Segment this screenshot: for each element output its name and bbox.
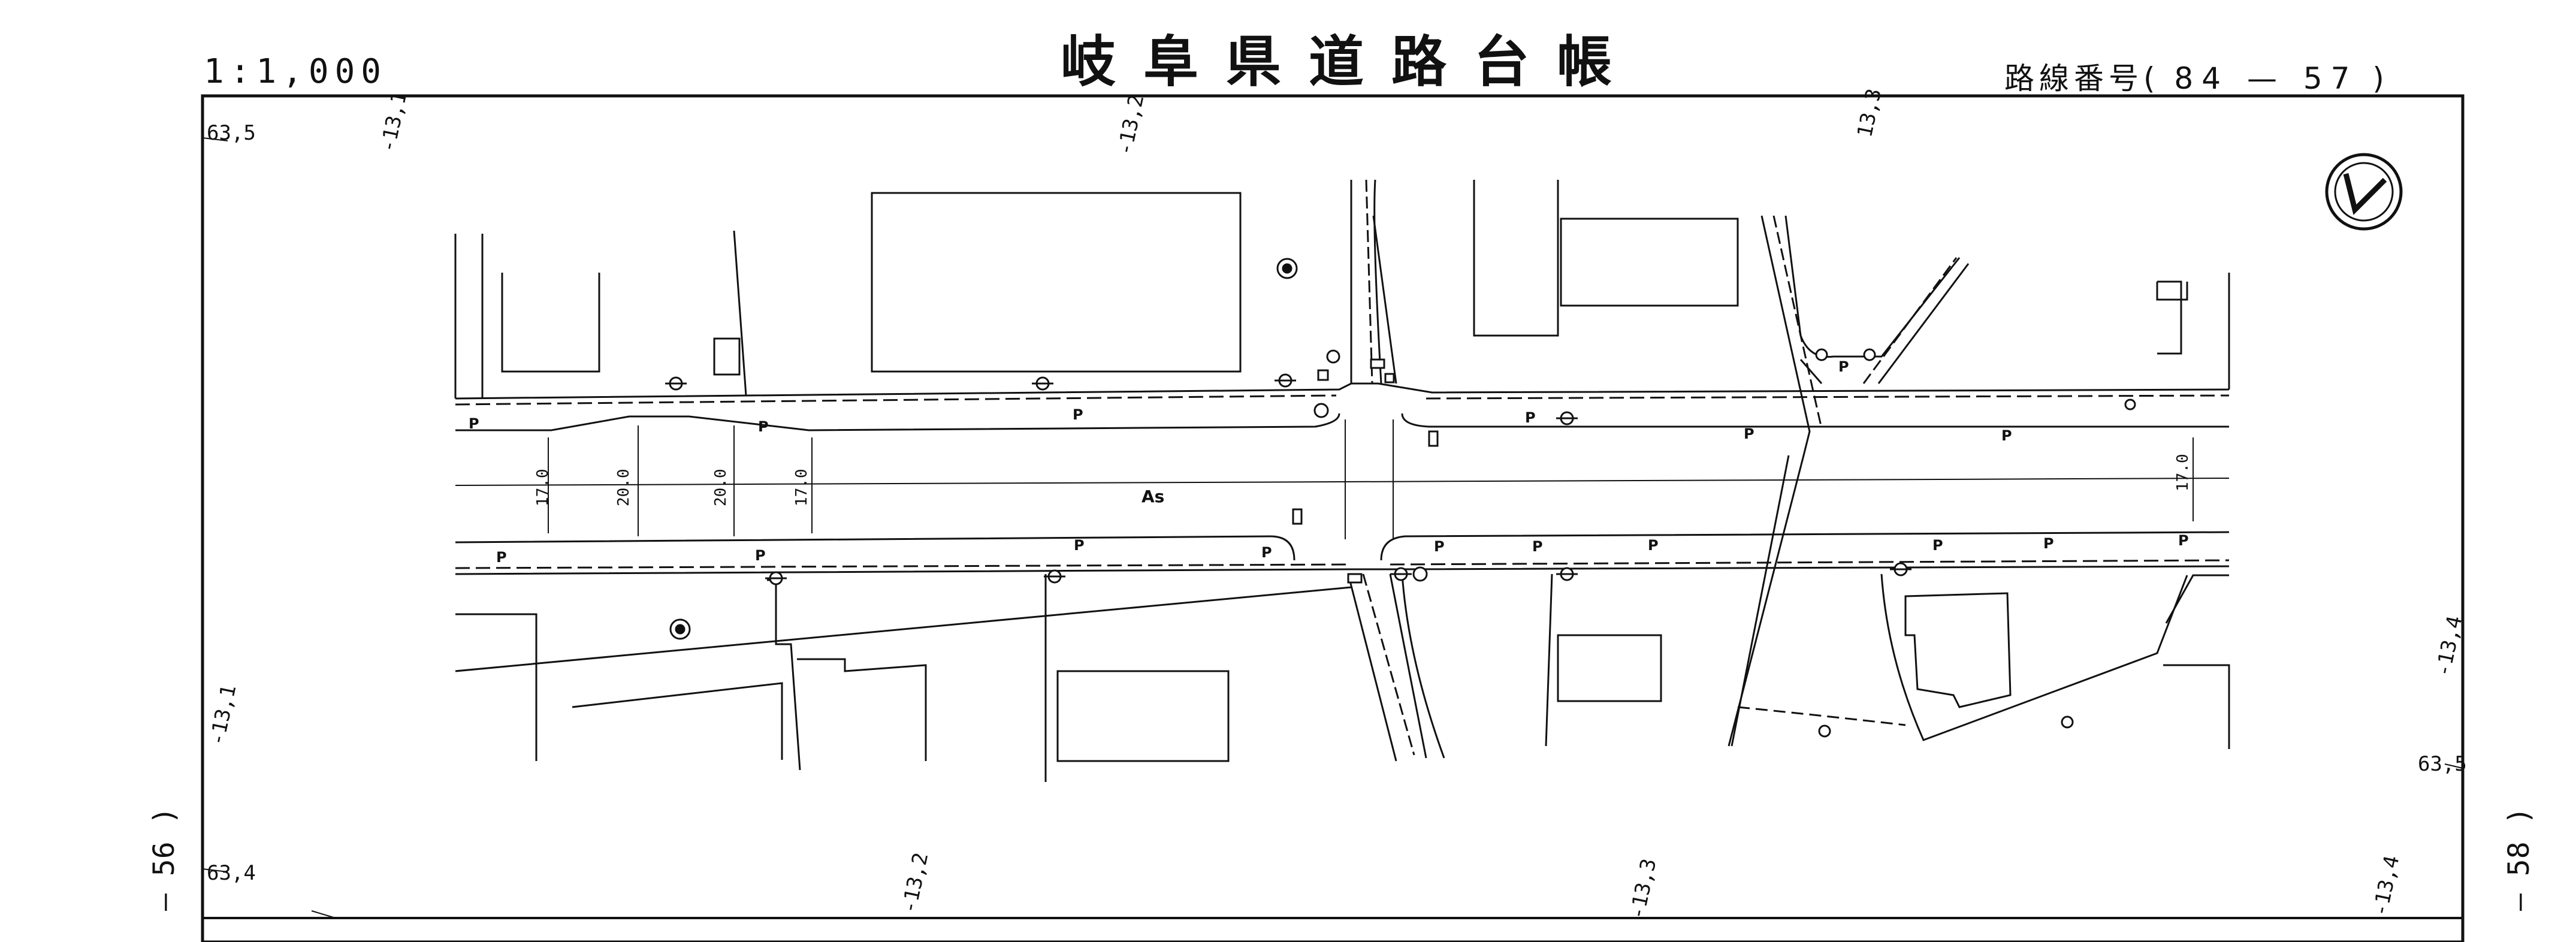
building-north-east: [1560, 218, 1739, 307]
width-dimension: 20.0: [712, 469, 730, 506]
elev-tick-tl: [202, 137, 228, 141]
route-label-close: ): [2372, 61, 2389, 96]
road-edge-north: [455, 382, 2230, 400]
building-north-mid: [1473, 180, 1559, 337]
parking-label: P: [1838, 358, 1849, 375]
curb-south: [455, 535, 1295, 561]
crossroad-s-center: [1362, 573, 1415, 756]
boundary-dash-se: [1737, 706, 1906, 726]
crossroad-s-west: [1347, 573, 1397, 762]
elev-tick-bl: [202, 868, 228, 872]
lot-line-diagonal: [455, 586, 1352, 672]
map-title: 岐阜県道路台帳: [1061, 30, 1640, 94]
sideroad-ne-west-2: [1772, 215, 1823, 429]
route-label-text: 路線番号(: [2004, 61, 2160, 96]
road-boundary-north-2: [1426, 394, 2230, 400]
parking-label: P: [2043, 535, 2054, 552]
sideroad-ne-east: [1784, 215, 1961, 358]
elev-top-left: 63,5: [207, 121, 256, 145]
elev-tick-r: [2444, 763, 2463, 769]
width-dimension: 20.0: [615, 469, 633, 506]
road-edge-south: [455, 565, 2230, 575]
width-dimension: 17.0: [793, 469, 811, 506]
width-dimension: 17.0: [534, 469, 552, 506]
crossroad-s-east-2: [1401, 573, 1445, 759]
lot-line-n-1: [733, 230, 747, 396]
width-dimension: 17.0: [2174, 454, 2192, 491]
elev-tick-b0: [311, 910, 336, 919]
lot-south-west: [455, 613, 537, 761]
parking-label: P: [1261, 544, 1272, 561]
lot-line-s-3: [1545, 573, 1553, 747]
route-number-value: 84 — 57: [2174, 61, 2358, 96]
sideroad-diag-1: [1862, 257, 1958, 384]
parking-label: P: [755, 547, 766, 564]
road-boundary-south-2: [1390, 559, 2230, 566]
crossroad-n-west-2: [1373, 179, 1382, 384]
parking-label: P: [2001, 427, 2012, 444]
lot-line-s-1: [767, 579, 801, 771]
route-number-label: 路線番号( 84 — 57 ): [2004, 64, 2389, 93]
map-frame: [201, 94, 2465, 942]
north-arrow-icon: [2325, 153, 2403, 231]
parking-label: P: [496, 549, 507, 566]
shed-north: [713, 337, 741, 376]
curb-north-east: [1401, 413, 2229, 428]
building-south-2: [797, 658, 927, 761]
curb-south-east: [1380, 531, 2230, 561]
street-light-icon: [665, 348, 2136, 738]
pavement-type-label: As: [1141, 487, 1165, 506]
parking-label: P: [469, 415, 479, 432]
elev-bottom-left: 63,4: [207, 861, 256, 885]
sideroad-ne-west: [1728, 215, 1811, 747]
building-south-west: [572, 682, 783, 760]
sideroad-ne-stub: [1799, 359, 1823, 384]
parking-label: P: [1532, 538, 1543, 555]
parking-label: P: [1525, 409, 1536, 426]
road-boundary-north: [455, 394, 1337, 406]
curb-north: [455, 413, 1340, 431]
crossroad-s-east: [1389, 573, 1427, 759]
lot-south-east: [1880, 573, 2188, 741]
building-south-east: [1557, 634, 1662, 702]
lot-se-corner: [2165, 574, 2229, 624]
sideroad-ne-east-2: [1731, 455, 1790, 747]
parking-label: P: [1073, 406, 1083, 423]
parking-label: P: [758, 418, 769, 435]
parking-label: P: [1434, 538, 1445, 555]
parking-label: P: [1744, 425, 1754, 442]
road-centerline: [455, 478, 2230, 486]
sideroad-diag-2: [1877, 263, 1970, 384]
road-boundary-south: [455, 563, 1349, 569]
building-south-3: [1056, 670, 1230, 762]
crossroad-n-center: [1365, 179, 1373, 384]
elev-right-low: 63,5: [2418, 752, 2467, 776]
building-ne-corner: [2157, 280, 2182, 355]
parking-label: P: [1074, 537, 1085, 554]
traffic-signal-icon: [1292, 349, 1439, 584]
parking-label: P: [2178, 532, 2189, 549]
building-north-large: [871, 192, 1242, 373]
parking-label: P: [1648, 537, 1659, 554]
lot-line-se: [2163, 664, 2230, 749]
parking-label: P: [1932, 537, 1943, 554]
crossroad-n-east: [1372, 215, 1397, 384]
building-south-ne: [1904, 592, 2012, 708]
building-north-west: [501, 273, 600, 373]
building-ne-notch: [2156, 282, 2188, 301]
utility-marker-icon: [669, 258, 1298, 640]
scale-label: 1:1,000: [204, 52, 388, 91]
